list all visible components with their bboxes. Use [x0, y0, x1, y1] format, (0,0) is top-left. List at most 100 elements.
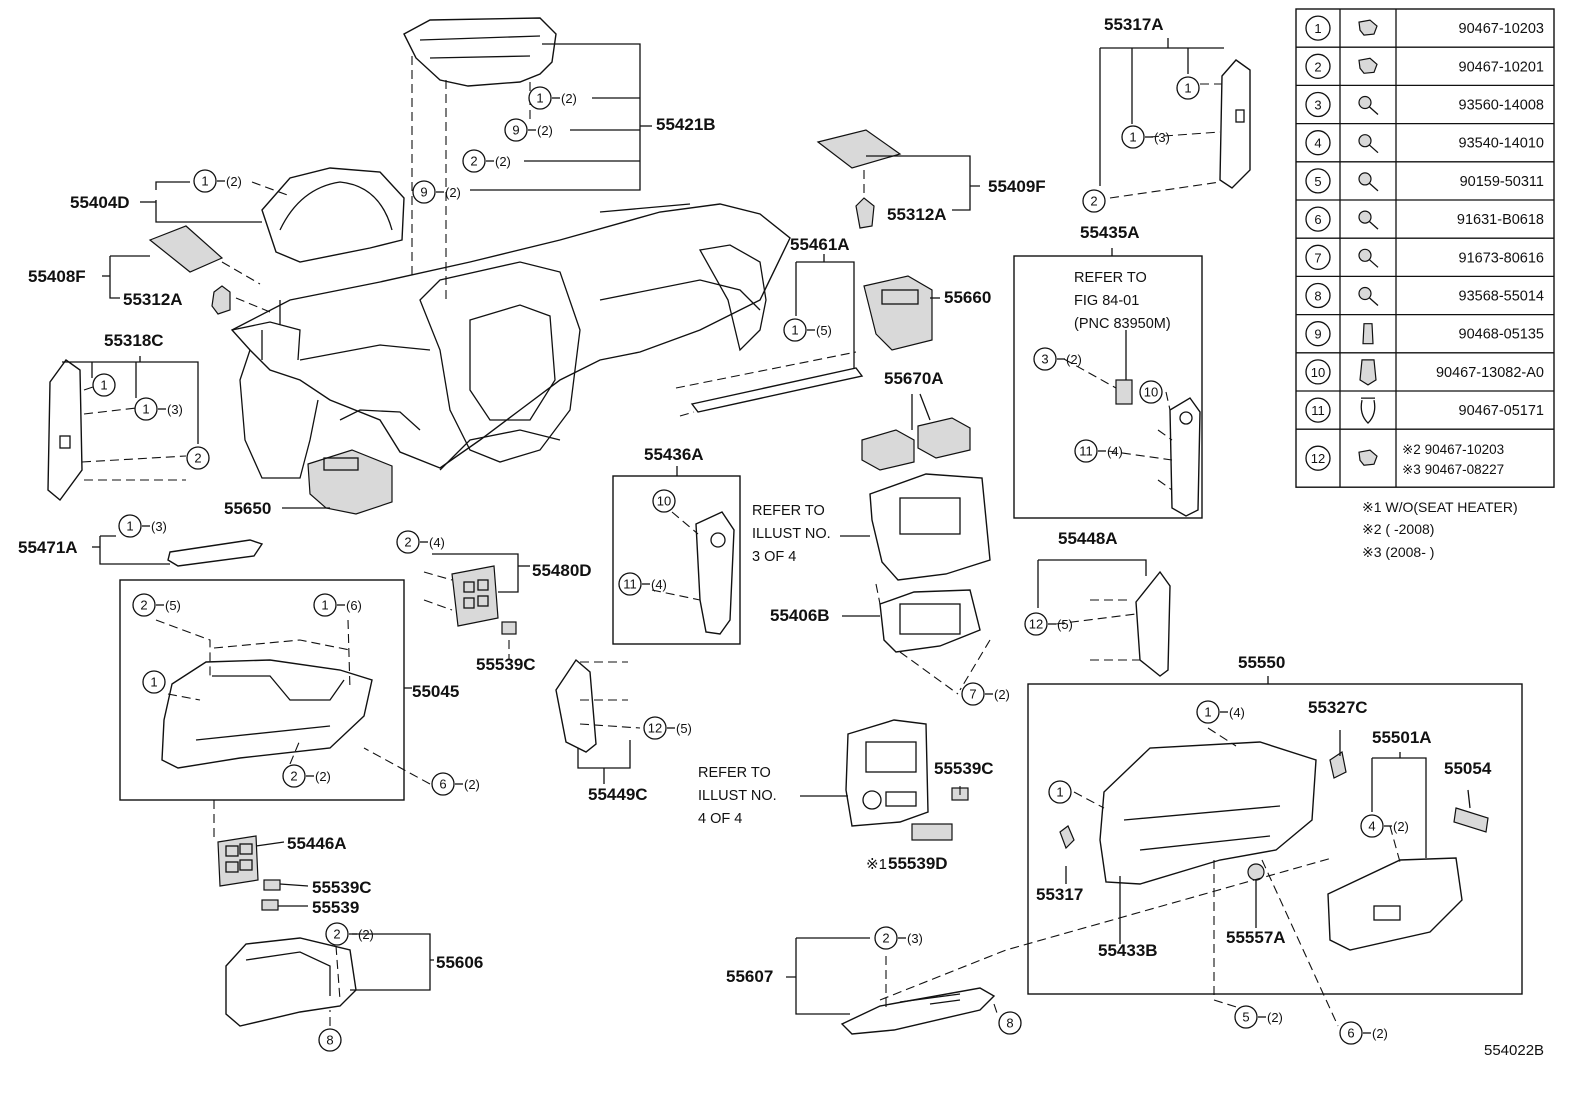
fastener-marker[interactable]: 10	[652, 489, 676, 513]
callout-part-number[interactable]: 55317A	[1104, 15, 1164, 34]
marker-circle	[1074, 439, 1098, 463]
marker-number: 6	[1347, 1026, 1354, 1041]
fastener-marker[interactable]: 5(2)	[1234, 1005, 1283, 1029]
callout-part-number[interactable]: 55539C	[476, 655, 536, 674]
callout-part-number[interactable]: 55670A	[884, 369, 944, 388]
fastener-marker[interactable]: 3(2)	[1033, 347, 1082, 371]
fastener-marker[interactable]: 1	[92, 373, 116, 397]
callout-part-number[interactable]: 55435A	[1080, 223, 1140, 242]
callout-part-number[interactable]: 55539	[312, 898, 359, 917]
marker-quantity: (2)	[1267, 1010, 1283, 1025]
fastener-marker[interactable]: 2(2)	[282, 764, 331, 788]
marker-number: 2	[290, 769, 297, 784]
marker-circle	[118, 514, 142, 538]
footnote-2: ※2 ( -2008)	[1362, 521, 1434, 537]
fastener-marker[interactable]: 1	[142, 670, 166, 694]
screw-icon	[1358, 210, 1372, 224]
callout-part-number[interactable]: 55406B	[770, 606, 830, 625]
callout-part-number[interactable]: 55448A	[1058, 529, 1118, 548]
fastener-marker[interactable]: 1(5)	[783, 318, 832, 342]
fastener-marker[interactable]: 4(2)	[1360, 814, 1409, 838]
fastener-marker[interactable]: 9(2)	[412, 180, 461, 204]
table-part-number: 90467-10201	[1459, 59, 1544, 75]
callout-part-number[interactable]: 55404D	[70, 193, 130, 212]
callout-part-number[interactable]: 55557A	[1226, 928, 1286, 947]
callout-part-number[interactable]: 55312A	[887, 205, 947, 224]
part-center-cluster	[869, 473, 991, 581]
callout-part-number[interactable]: 55409F	[988, 177, 1046, 196]
fastener-marker[interactable]: 11(4)	[618, 572, 667, 596]
fastener-marker[interactable]: 10	[1139, 380, 1163, 404]
callout-part-number[interactable]: 55461A	[790, 235, 850, 254]
callout-part-number[interactable]: 55436A	[644, 445, 704, 464]
fastener-marker[interactable]: 2(3)	[874, 926, 923, 950]
callout-part-number[interactable]: 55045	[412, 682, 459, 701]
footnote-marker-55539D: ※1	[866, 856, 887, 873]
fastener-marker[interactable]: 2(2)	[462, 149, 511, 173]
table-row-number-circle	[1305, 168, 1331, 194]
fastener-marker[interactable]: 2(2)	[325, 922, 374, 946]
marker-circle	[325, 922, 349, 946]
part-55539C-small-b	[263, 879, 281, 891]
fastener-marker[interactable]: 7(2)	[961, 682, 1010, 706]
callout-part-number[interactable]: 55318C	[104, 331, 164, 350]
fastener-marker[interactable]: 6(2)	[1339, 1021, 1388, 1045]
part-55045-lower-panel	[161, 659, 373, 769]
fastener-marker[interactable]: 1(3)	[118, 514, 167, 538]
callout-part-number[interactable]: 55446A	[287, 834, 347, 853]
callout-part-number[interactable]: 55312A	[123, 290, 183, 309]
fastener-marker[interactable]: 1	[1176, 76, 1200, 100]
callout-part-number[interactable]: 55421B	[656, 115, 716, 134]
callout-part-number[interactable]: 55539D	[888, 854, 948, 873]
fastener-marker[interactable]: 1(2)	[193, 169, 242, 193]
callout-part-number[interactable]: 55550	[1238, 653, 1285, 672]
marker-circle	[1234, 1005, 1258, 1029]
callout-part-number[interactable]: 55433B	[1098, 941, 1158, 960]
callout-part-number[interactable]: 55539C	[934, 759, 994, 778]
marker-number: 1	[126, 519, 133, 534]
callout-part-number[interactable]: 55480D	[532, 561, 592, 580]
fastener-marker[interactable]: 1(3)	[134, 397, 183, 421]
callout-part-number[interactable]: 55650	[224, 499, 271, 518]
fastener-marker[interactable]: 1(3)	[1121, 125, 1170, 149]
callout-part-number[interactable]: 55449C	[588, 785, 648, 804]
fastener-marker[interactable]: 11(4)	[1074, 439, 1123, 463]
fastener-marker[interactable]: 2(5)	[132, 593, 181, 617]
fastener-marker[interactable]: 8	[318, 1028, 342, 1052]
marker-number: 1	[150, 675, 157, 690]
callout-part-number[interactable]: 55539C	[312, 878, 372, 897]
fastener-marker[interactable]: 1(6)	[313, 593, 362, 617]
fastener-marker[interactable]: 9(2)	[504, 118, 553, 142]
fastener-marker[interactable]: 1(4)	[1196, 700, 1245, 724]
fastener-marker[interactable]: 6(2)	[431, 772, 480, 796]
callout-part-number[interactable]: 55501A	[1372, 728, 1432, 747]
reference-note-line: 4 OF 4	[698, 811, 742, 827]
callout-part-number[interactable]: 55408F	[28, 267, 86, 286]
fastener-marker[interactable]: 1	[1048, 780, 1072, 804]
callout-part-number[interactable]: 55471A	[18, 538, 78, 557]
callout-part-number[interactable]: 55606	[436, 953, 483, 972]
marker-quantity: (5)	[165, 598, 181, 613]
fastener-marker[interactable]: 12(5)	[1024, 612, 1073, 636]
fastener-marker[interactable]: 12(5)	[643, 716, 692, 740]
fastener-marker[interactable]: 8	[998, 1011, 1022, 1035]
marker-circle	[652, 489, 676, 513]
marker-circle	[313, 593, 337, 617]
reference-note-line: REFER TO	[752, 503, 825, 519]
table-row-number-circle	[1305, 206, 1331, 232]
part-55539C-small-a	[501, 621, 517, 635]
callout-part-number[interactable]: 55327C	[1308, 698, 1368, 717]
callout-part-number[interactable]: 55054	[1444, 759, 1492, 778]
callout-part-number[interactable]: 55317	[1036, 885, 1083, 904]
fastener-marker[interactable]: 2(4)	[396, 530, 445, 554]
marker-number: 1	[142, 402, 149, 417]
fastener-marker[interactable]: 2	[186, 446, 210, 470]
callout-part-number[interactable]: 55607	[726, 967, 773, 986]
fastener-marker[interactable]: 2	[1082, 189, 1106, 213]
callout-part-number[interactable]: 55660	[944, 288, 991, 307]
fastener-marker[interactable]: 1(2)	[528, 86, 577, 110]
fastener-markers: 1(2)1(2)9(2)2(2)9(2)11(3)21(3)2(4)2(5)1(…	[92, 76, 1409, 1052]
